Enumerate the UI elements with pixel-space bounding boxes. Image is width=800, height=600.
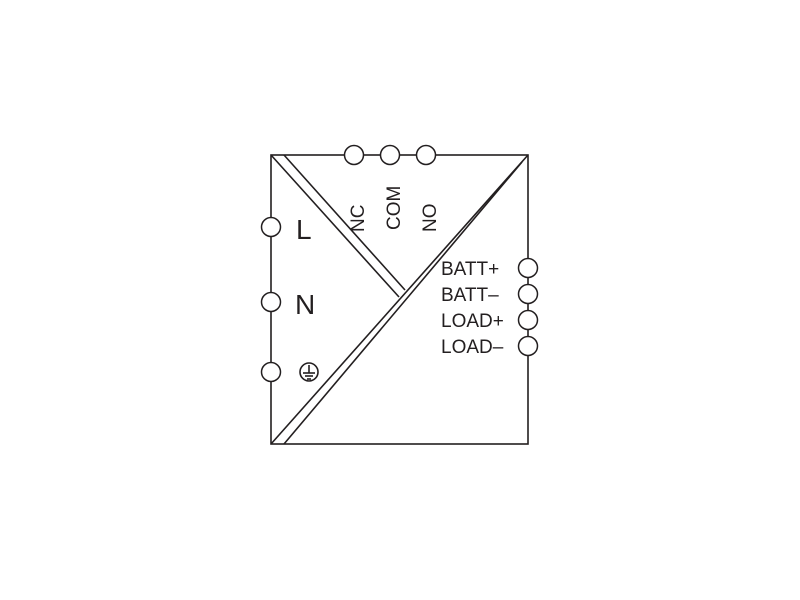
- label-nc: NC: [348, 205, 369, 232]
- label-n: N: [295, 289, 315, 320]
- terminal-l: [260, 216, 282, 238]
- terminal-pe: [260, 361, 282, 383]
- label-batt-pos: BATT+: [441, 259, 499, 280]
- label-batt-neg: BATT–: [441, 285, 499, 306]
- terminal-com: [379, 144, 401, 166]
- label-load-neg: LOAD–: [441, 337, 504, 358]
- label-no: NO: [420, 204, 441, 233]
- divider-top-left: [270, 154, 400, 298]
- terminal-n: [260, 291, 282, 313]
- divider-diagonal-inner: [283, 161, 523, 445]
- terminal-no: [415, 144, 437, 166]
- divider-diagonal: [270, 154, 529, 445]
- label-l: L: [296, 214, 312, 245]
- protective-earth-icon: [299, 362, 319, 382]
- label-load-pos: LOAD+: [441, 311, 504, 332]
- terminal-load-pos: [517, 309, 539, 331]
- terminal-batt-neg: [517, 283, 539, 305]
- divider-top-left-inner: [283, 154, 406, 291]
- terminal-batt-pos: [517, 257, 539, 279]
- label-com: COM: [384, 186, 405, 230]
- terminal-load-neg: [517, 335, 539, 357]
- terminal-nc: [343, 144, 365, 166]
